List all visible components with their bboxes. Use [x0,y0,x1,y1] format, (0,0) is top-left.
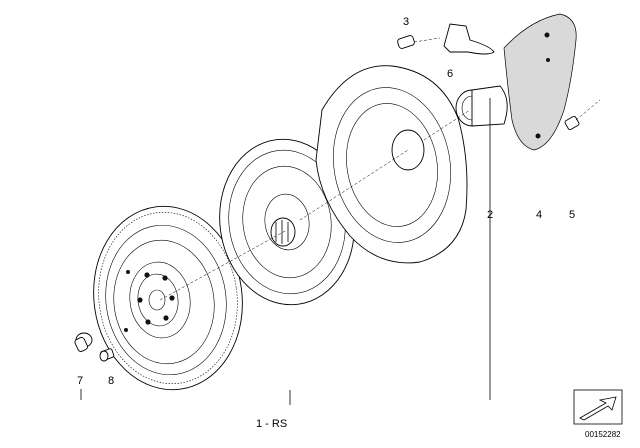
release-lever [503,13,577,151]
callout-part-7: 7 [77,375,83,387]
callout-part-3: 3 [403,16,409,28]
reference-arrow-box [573,389,623,425]
spring-clip-part-6 [443,23,495,55]
flywheel [93,205,243,391]
release-bearing [455,85,508,127]
callout-part-1: 1 - RS [256,418,287,430]
bolt-part-8 [99,348,115,362]
callout-part-8: 8 [108,375,114,387]
assembly-lines [159,37,601,301]
callout-part-6: 6 [447,68,453,80]
callout-part-2: 2 [487,209,493,221]
pivot-pin-part-5 [564,115,580,131]
bolt-part-3 [397,35,415,49]
callout-part-4: 4 [536,209,542,221]
bolt-part-7 [74,332,93,352]
callout-part-5: 5 [569,209,575,221]
image-code: 00152282 [585,430,621,439]
pressure-plate [315,65,468,264]
